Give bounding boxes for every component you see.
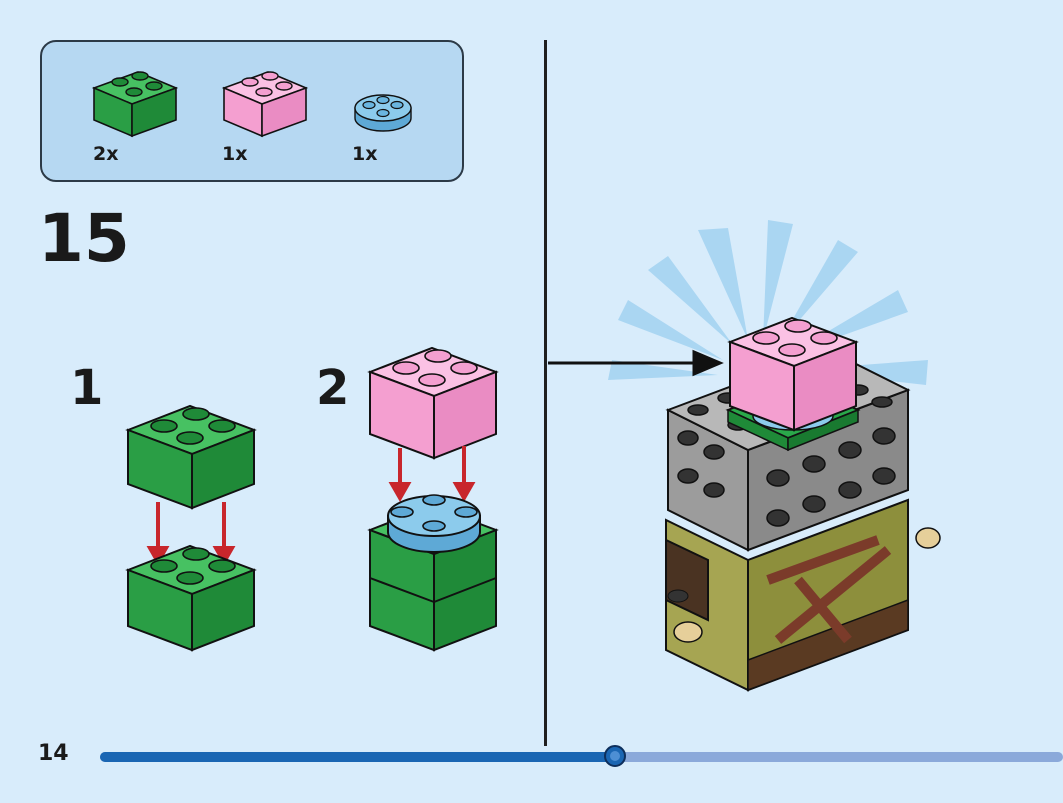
substep-1-label: 1 xyxy=(70,360,104,416)
arrow-right-icon xyxy=(548,349,724,377)
part-pink-brick-icon xyxy=(221,71,309,138)
step-number: 15 xyxy=(38,200,130,277)
progress-fill xyxy=(100,752,616,762)
assembled-model-illustration xyxy=(548,220,941,692)
progress-knob xyxy=(604,745,627,767)
panel-divider xyxy=(544,40,547,746)
qty-green: 2x xyxy=(93,143,119,165)
substep-2-illustration xyxy=(367,346,499,652)
page-number: 14 xyxy=(38,741,69,766)
arrow-down-icon xyxy=(146,502,236,567)
part-round-plate-icon xyxy=(354,94,412,132)
part-green-brick-icon xyxy=(91,71,179,138)
substep-1-illustration xyxy=(125,404,257,652)
arrow-down-icon xyxy=(388,446,476,503)
qty-pink: 1x xyxy=(222,143,248,165)
substep-2-label: 2 xyxy=(316,360,350,416)
page-progress-bar xyxy=(100,745,1063,767)
qty-round-plate: 1x xyxy=(352,143,378,165)
